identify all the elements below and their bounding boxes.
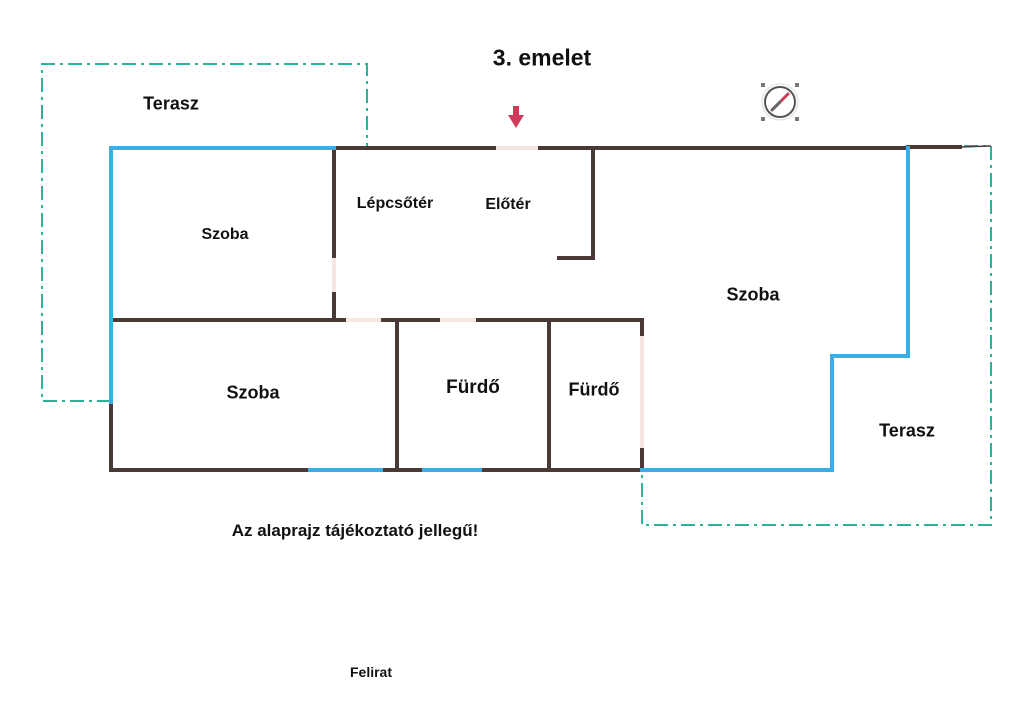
room-label-terrace-top-left: Terasz (143, 93, 199, 114)
room-label-room-big: Szoba (726, 284, 780, 305)
terrace-outline-right (641, 145, 992, 526)
disclaimer-note: Az alaprajz tájékoztató jellegű! (231, 521, 479, 540)
room-label-bathroom-1: Fürdő (446, 377, 500, 398)
caption-label: Felirat (349, 664, 393, 680)
room-label-stairwell: Lépcsőtér (356, 195, 434, 212)
room-label-hall: Előtér (485, 196, 531, 213)
terrace-outline-top-left (41, 63, 368, 402)
room-label-room-bottom-left: Szoba (226, 382, 280, 403)
entrance-arrow-icon (508, 106, 524, 128)
room-label-terrace-right: Terasz (879, 420, 935, 441)
room-label-bathroom-2: Fürdő (568, 379, 620, 400)
windows (109, 146, 910, 472)
doors (332, 146, 644, 448)
compass-icon (761, 83, 799, 121)
room-label-room-top-left: Szoba (201, 226, 249, 243)
floor-title: 3. emelet (492, 44, 592, 71)
walls (109, 145, 991, 472)
